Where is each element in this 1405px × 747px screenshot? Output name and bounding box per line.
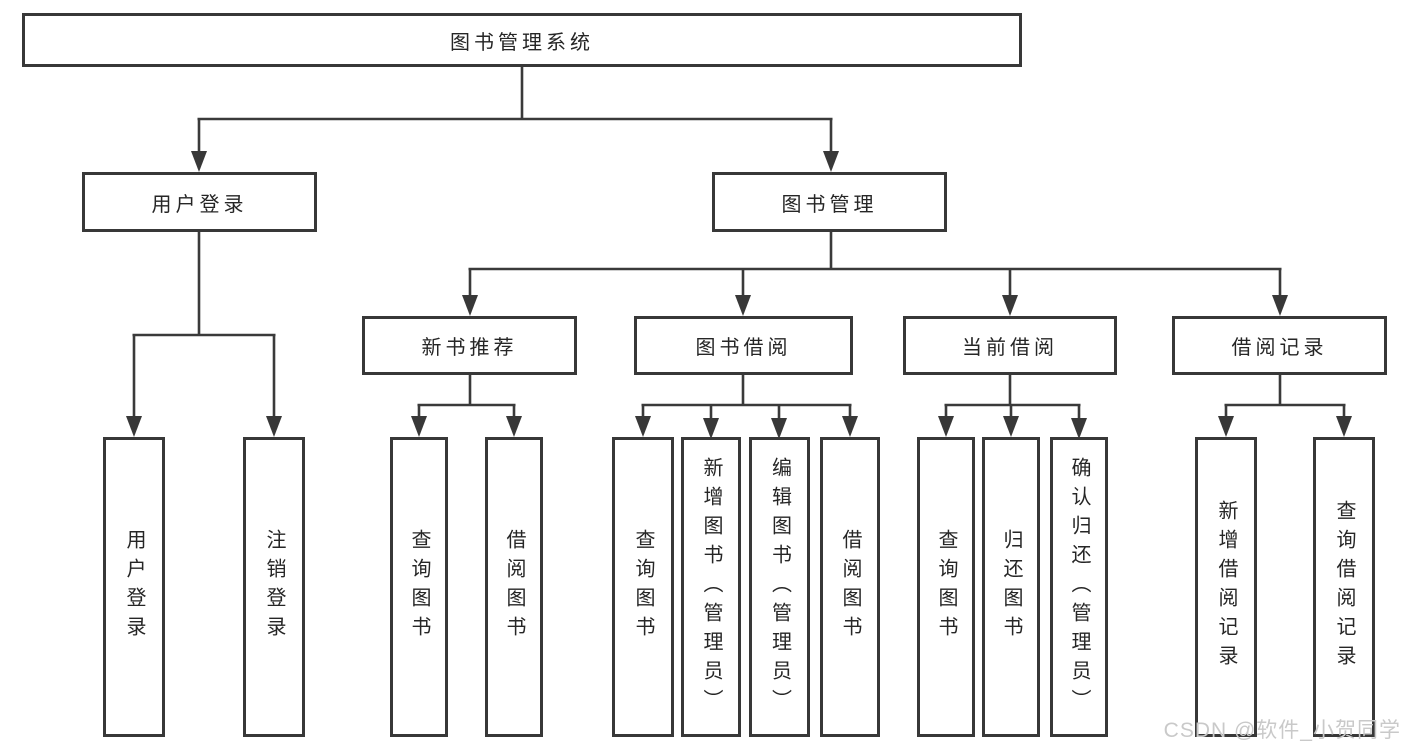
leaf-label: 注销登录 [263, 529, 285, 645]
leaf-label: 新增图书（管理员） [700, 456, 722, 718]
node-label: 用户登录 [151, 193, 248, 216]
node-label: 当前借阅 [962, 337, 1058, 359]
leaf-label: 用户登录 [123, 529, 145, 645]
leaf-label: 查询借阅记录 [1333, 500, 1355, 674]
node-book-management: 图书管理 [712, 172, 947, 232]
leaf-label: 归还图书 [1000, 529, 1022, 645]
node-book-borrow: 图书借阅 [634, 316, 853, 375]
leaf-label: 新增借阅记录 [1215, 500, 1237, 674]
connector-book-mgmt-children [462, 232, 1288, 316]
connector-root-children [191, 67, 839, 172]
node-label: 图书借阅 [695, 337, 792, 359]
leaf-label: 查询图书 [935, 529, 957, 645]
leaf-add-borrow-record: 新增借阅记录 [1195, 437, 1257, 737]
node-label: 图书管理 [781, 193, 878, 216]
connector-records-children [1218, 375, 1352, 437]
node-library-management-system: 图书管理系统 [22, 13, 1022, 67]
node-label: 图书管理系统 [450, 31, 594, 54]
leaf-edit-book-admin: 编辑图书（管理员） [749, 437, 810, 737]
leaf-label: 借阅图书 [503, 529, 525, 645]
node-user-login: 用户登录 [82, 172, 317, 232]
node-label: 新书推荐 [421, 337, 518, 359]
leaf-label: 借阅图书 [839, 529, 861, 645]
connector-user-login-children [126, 232, 282, 437]
leaf-logout: 注销登录 [243, 437, 305, 737]
leaf-add-book-admin: 新增图书（管理员） [681, 437, 741, 737]
leaf-user-login: 用户登录 [103, 437, 165, 737]
leaf-query-books-current: 查询图书 [917, 437, 975, 737]
leaf-return-books: 归还图书 [982, 437, 1040, 737]
leaf-label: 查询图书 [408, 529, 430, 645]
node-label: 借阅记录 [1231, 337, 1328, 359]
node-borrow-records: 借阅记录 [1172, 316, 1387, 375]
leaf-query-books-borrow: 查询图书 [612, 437, 674, 737]
leaf-borrow-books-recommend: 借阅图书 [485, 437, 543, 737]
connector-new-rec-children [411, 375, 522, 437]
leaf-label: 查询图书 [632, 529, 654, 645]
leaf-borrow-books: 借阅图书 [820, 437, 880, 737]
csdn-watermark: CSDN @软件_小贺同学 [1163, 719, 1401, 742]
node-current-borrow: 当前借阅 [903, 316, 1117, 375]
connector-current-children [938, 375, 1087, 439]
leaf-label: 编辑图书（管理员） [768, 456, 791, 718]
leaf-label: 确认归还（管理员） [1068, 456, 1090, 718]
node-new-book-recommend: 新书推荐 [362, 316, 577, 375]
connector-borrow-children [635, 375, 858, 439]
leaf-query-books-recommend: 查询图书 [390, 437, 448, 737]
leaf-confirm-return-admin: 确认归还（管理员） [1050, 437, 1108, 737]
leaf-query-borrow-record: 查询借阅记录 [1313, 437, 1375, 737]
